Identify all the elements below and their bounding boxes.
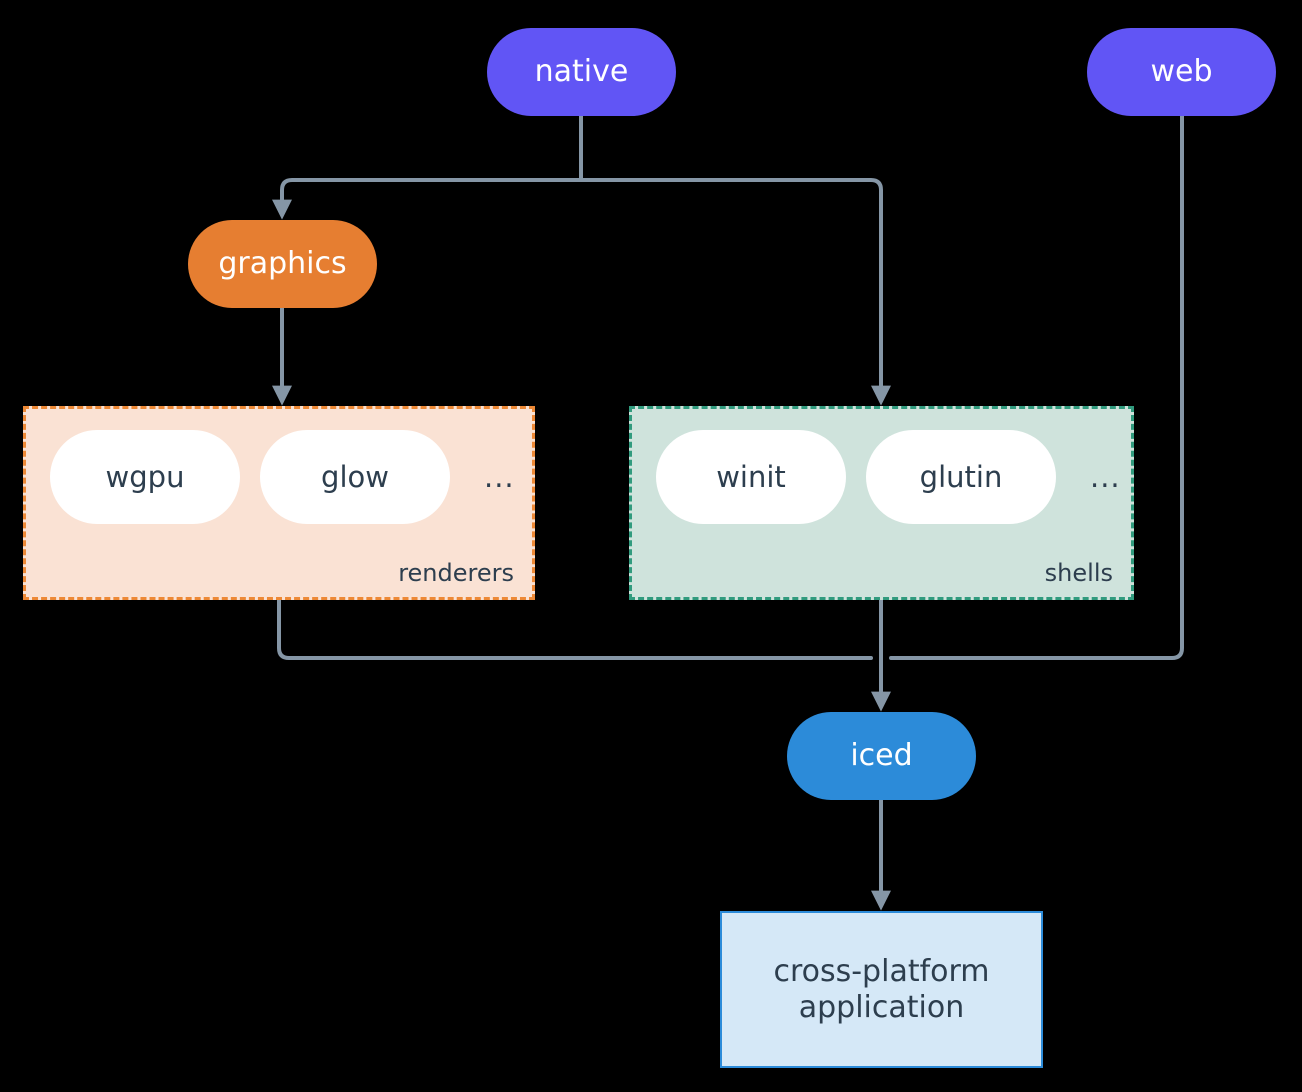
node-winit[interactable]: winit bbox=[656, 430, 846, 524]
group-renderers: wgpu glow ... renderers bbox=[23, 406, 535, 600]
node-web-label: web bbox=[1150, 54, 1213, 90]
renderers-ellipsis: ... bbox=[484, 460, 515, 494]
node-application[interactable]: cross-platform application bbox=[720, 911, 1043, 1068]
node-native-label: native bbox=[534, 54, 629, 90]
edge-native-to-shells bbox=[579, 178, 891, 406]
edge-web-to-iced bbox=[889, 114, 1184, 660]
node-wgpu[interactable]: wgpu bbox=[50, 430, 240, 524]
node-graphics-label: graphics bbox=[218, 246, 347, 282]
group-shells-title: shells bbox=[1044, 559, 1113, 587]
node-iced[interactable]: iced bbox=[787, 712, 976, 800]
node-glow[interactable]: glow bbox=[260, 430, 450, 524]
group-renderers-members: wgpu glow ... bbox=[26, 430, 515, 524]
node-web[interactable]: web bbox=[1087, 28, 1276, 116]
node-native[interactable]: native bbox=[487, 28, 676, 116]
node-graphics[interactable]: graphics bbox=[188, 220, 377, 308]
node-wgpu-label: wgpu bbox=[105, 460, 185, 494]
node-glutin[interactable]: glutin bbox=[866, 430, 1056, 524]
node-winit-label: winit bbox=[716, 460, 786, 494]
node-application-label: cross-platform application bbox=[773, 954, 990, 1025]
group-renderers-title: renderers bbox=[398, 559, 514, 587]
node-iced-label: iced bbox=[850, 738, 913, 774]
shells-ellipsis: ... bbox=[1090, 460, 1121, 494]
edge-native-to-graphics bbox=[272, 178, 583, 220]
edge-renderers-to-iced bbox=[277, 598, 873, 660]
group-shells: winit glutin ... shells bbox=[629, 406, 1134, 600]
node-glutin-label: glutin bbox=[919, 460, 1003, 494]
node-glow-label: glow bbox=[321, 460, 389, 494]
group-shells-members: winit glutin ... bbox=[632, 430, 1121, 524]
